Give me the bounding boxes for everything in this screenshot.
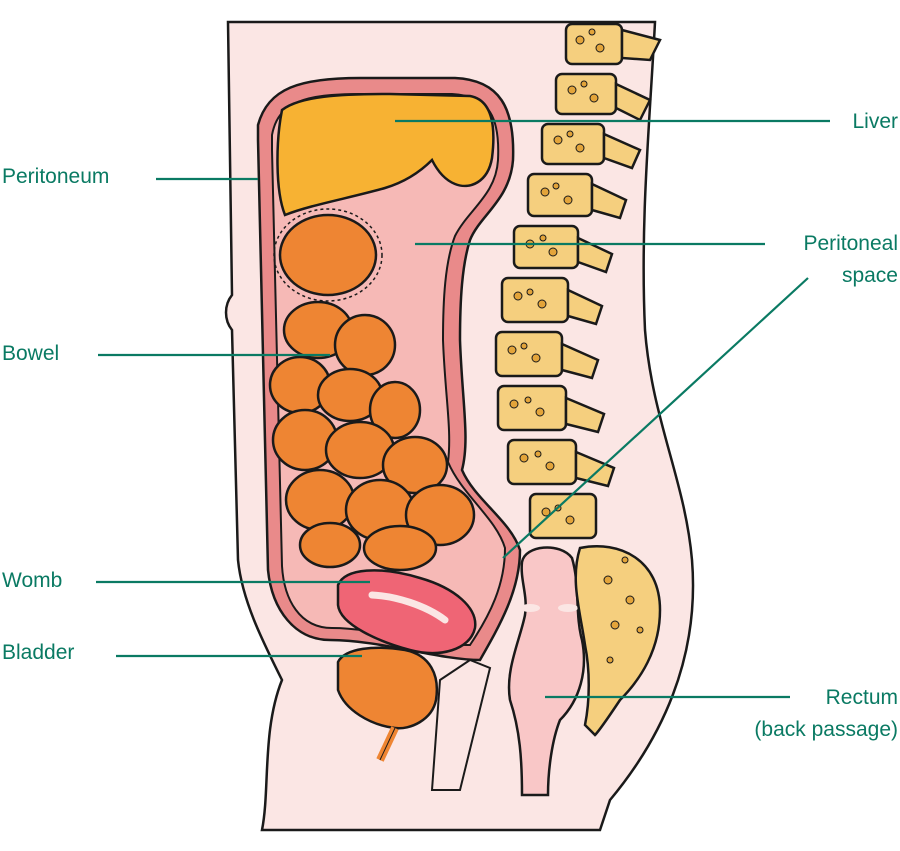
womb-shape: [336, 569, 477, 655]
label-womb: Womb: [2, 569, 63, 592]
bladder-shape: [336, 646, 439, 730]
label-peritoneum: Peritoneum: [2, 165, 110, 188]
spine: [494, 22, 662, 737]
label-bladder: Bladder: [2, 641, 75, 664]
leader-peritoneal-space-diagonal: [502, 277, 809, 559]
stomach-shape: [278, 213, 378, 297]
label-rectum-line1: Rectum: [825, 686, 898, 709]
bone-pores: [507, 28, 644, 664]
stomach-rim: [273, 208, 383, 302]
leader-lines: [96, 119, 830, 699]
label-peritoneal-space-line2: space: [841, 264, 898, 287]
liver-shape: [276, 92, 495, 217]
label-liver: Liver: [852, 110, 898, 133]
label-bowel: Bowel: [2, 342, 60, 365]
label-rectum-line2: (back passage): [754, 718, 898, 741]
bowel-loops: [268, 300, 476, 572]
label-peritoneal-space-line1: Peritoneal: [803, 232, 898, 255]
vaginal-canal: [430, 658, 492, 791]
womb-cavity: [368, 591, 449, 624]
